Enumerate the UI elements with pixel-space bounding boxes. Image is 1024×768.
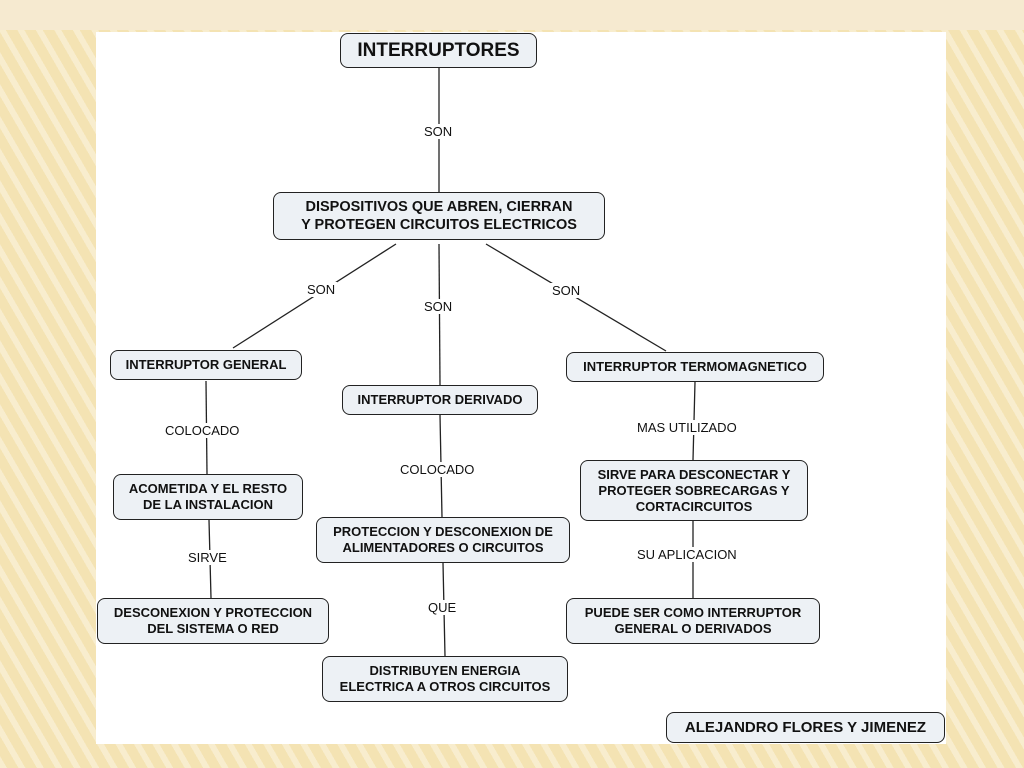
link-label-colocado: COLOCADO <box>398 462 477 477</box>
link-label-sirve: SIRVE <box>186 550 229 565</box>
link-label-son: SON <box>550 283 583 298</box>
node-interruptor-termomagnetico: INTERRUPTOR TERMOMAGNETICO <box>566 352 824 382</box>
node-interruptores: INTERRUPTORES <box>340 33 537 68</box>
node-distribuyen-energia: DISTRIBUYEN ENERGIA ELECTRICA A OTROS CI… <box>322 656 568 702</box>
link-label-colocado: COLOCADO <box>163 423 242 438</box>
link-label-son: SON <box>422 124 455 139</box>
concept-map-canvas: SON SON SON SON COLOCADO COLOCADO SIRVE … <box>96 32 946 744</box>
node-author: ALEJANDRO FLORES Y JIMENEZ <box>666 712 945 743</box>
node-puede-ser: PUEDE SER COMO INTERRUPTOR GENERAL O DER… <box>566 598 820 644</box>
node-proteccion-desconexion: PROTECCION Y DESCONEXION DE ALIMENTADORE… <box>316 517 570 563</box>
link-label-que: QUE <box>426 600 459 615</box>
node-definition: DISPOSITIVOS QUE ABREN, CIERRAN Y PROTEG… <box>273 192 605 240</box>
node-desconexion-proteccion: DESCONEXION Y PROTECCION DEL SISTEMA O R… <box>97 598 329 644</box>
link-label-mas-utilizado: MAS UTILIZADO <box>635 420 739 435</box>
link-label-son: SON <box>422 299 455 314</box>
link-definition-derivado <box>438 243 441 386</box>
node-acometida: ACOMETIDA Y EL RESTO DE LA INSTALACION <box>113 474 303 520</box>
node-interruptor-general: INTERRUPTOR GENERAL <box>110 350 302 380</box>
node-interruptor-derivado: INTERRUPTOR DERIVADO <box>342 385 538 415</box>
slide-top-band <box>0 0 1024 30</box>
link-label-son: SON <box>305 282 338 297</box>
link-label-su-aplicacion: SU APLICACION <box>635 547 739 562</box>
node-sirve-para-desconectar: SIRVE PARA DESCONECTAR Y PROTEGER SOBREC… <box>580 460 808 521</box>
